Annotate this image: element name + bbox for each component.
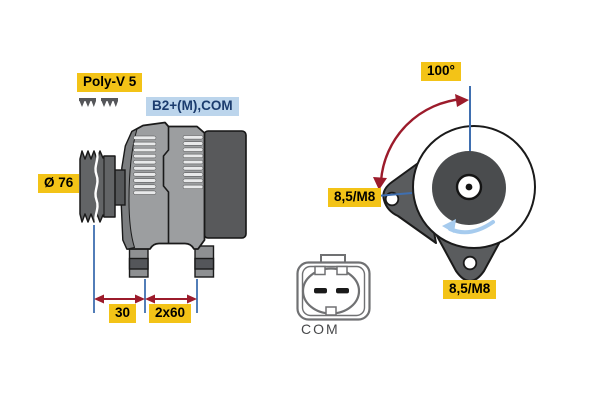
dimension-extension-lines [93,225,198,313]
vent-slots-front [133,135,157,195]
terminals-label: B2+(M),COM [146,97,239,116]
mount-hole-bottom-label: 8,5/M8 [443,280,497,299]
connector-keys [314,265,348,316]
pulley-diameter-label: Ø 76 [38,174,80,193]
rotation-arrow-icon [442,219,495,235]
rear-cover [203,130,247,239]
shaft-center-dot [465,183,473,191]
vent-slots-rear [182,135,204,189]
alternator-front-view [353,86,536,282]
break-line [94,149,99,224]
belt-type-label: Poly-V 5 [77,73,143,92]
dimension-label-30: 30 [109,304,137,323]
mount-hole-left-label: 8,5/M8 [328,188,382,207]
mounting-feet [128,245,215,278]
com-connector [296,254,371,321]
dimension-arrows [94,294,197,304]
housing-split-line [162,126,170,244]
alternator-side-view [79,98,247,313]
drive-end-bracket [120,128,138,250]
connector-label: COM [301,321,340,337]
belt-profile-icon [79,98,118,107]
angle-arrow-icon [373,94,469,190]
connector-pins [314,288,349,294]
mount-hole-bottom [462,255,478,271]
mount-angle-label: 100° [421,62,461,81]
dimension-label-2x60: 2x60 [149,304,192,323]
pulley [79,149,116,224]
